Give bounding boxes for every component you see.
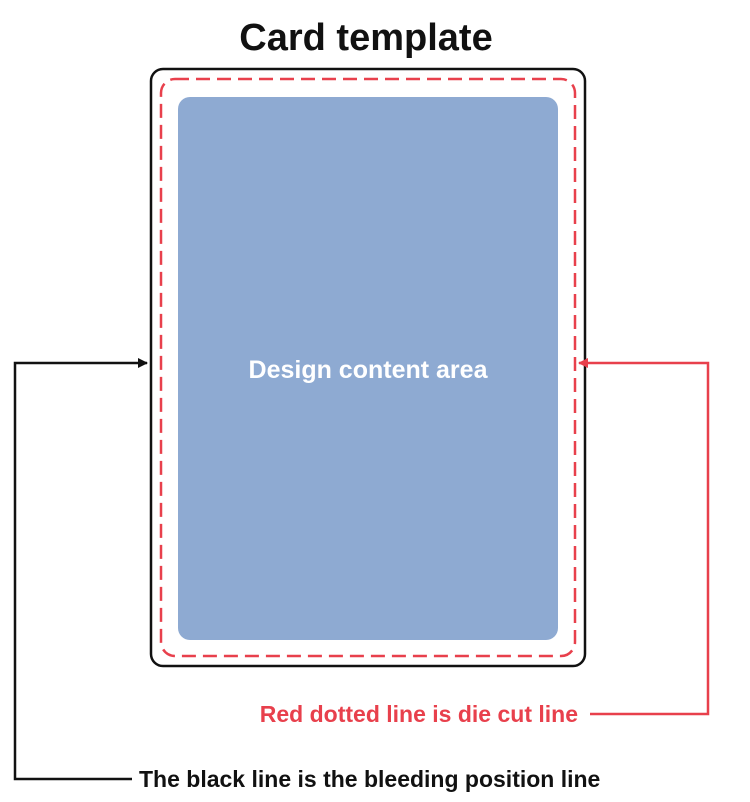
die-cut-caption: Red dotted line is die cut line [260,701,578,727]
die-cut-line [159,77,577,658]
bleed-caption: The black line is the bleeding position … [139,766,600,792]
design-content-area [178,97,558,640]
content-area-label: Design content area [249,356,489,384]
page-title: Card template [239,17,492,59]
bleed-leader-arrow [13,358,148,781]
die-cut-leader-arrow [578,358,710,716]
